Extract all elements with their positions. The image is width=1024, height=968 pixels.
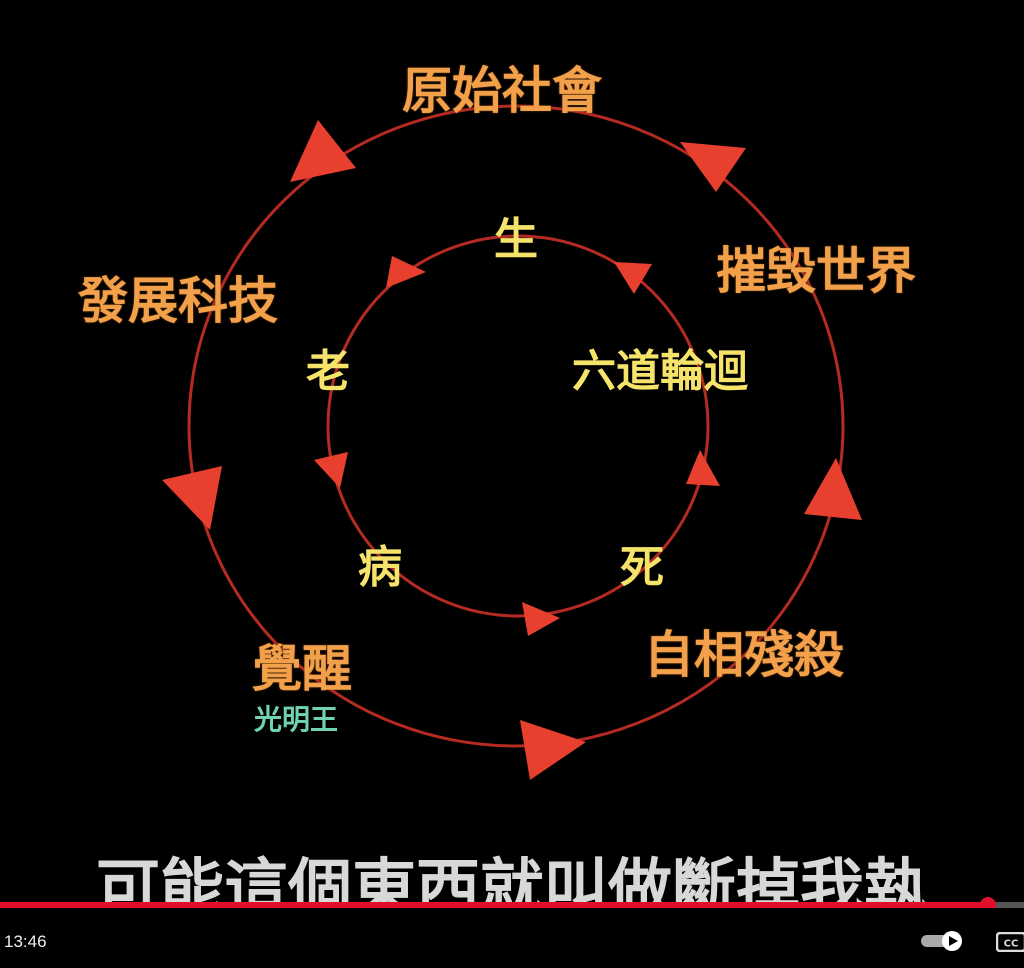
progress-fill (0, 902, 989, 908)
inner-arrow-top-left (386, 256, 426, 288)
outer-sub-label: 光明王 (254, 703, 339, 736)
player-controls: 13:46 CC (0, 908, 1024, 968)
outer-label-develop-tech: 發展科技 (78, 272, 278, 330)
outer-label-primitive-society: 原始社會 (402, 62, 602, 120)
inner-label-death: 死 (620, 542, 664, 593)
outer-arrow-right (804, 458, 862, 520)
outer-arrow-top-left (290, 120, 356, 182)
outer-arrow-bottom (520, 720, 586, 780)
svg-text:CC: CC (1004, 939, 1019, 950)
inner-arrow-left (314, 452, 348, 488)
inner-arrow-right (686, 450, 720, 486)
time-display: 13:46 (4, 932, 47, 951)
outer-label-awakening: 覺醒 (252, 640, 352, 698)
autoplay-toggle-icon[interactable] (920, 930, 966, 952)
cycle-diagram (162, 104, 862, 780)
inner-label-birth: 生 (494, 214, 538, 265)
outer-arrow-left (162, 466, 222, 530)
inner-label-sickness: 病 (358, 542, 402, 593)
inner-arrow-bottom (522, 602, 560, 636)
inner-ring (326, 234, 710, 618)
inner-arrow-top-right (614, 262, 652, 294)
captions-icon[interactable]: CC (996, 932, 1024, 952)
outer-arrow-top-right (680, 142, 746, 192)
outer-label-mutual-killing: 自相殘殺 (644, 626, 844, 684)
outer-label-destroy-world: 摧毀世界 (716, 242, 916, 300)
video-frame[interactable]: 原始社會 摧毀世界 自相殘殺 覺醒 光明王 發展科技 生 六道輪迴 死 病 老 (0, 0, 1024, 905)
outer-ring (187, 104, 845, 748)
inner-label-six-realms: 六道輪迴 (572, 346, 748, 397)
inner-label-old-age: 老 (306, 346, 350, 397)
